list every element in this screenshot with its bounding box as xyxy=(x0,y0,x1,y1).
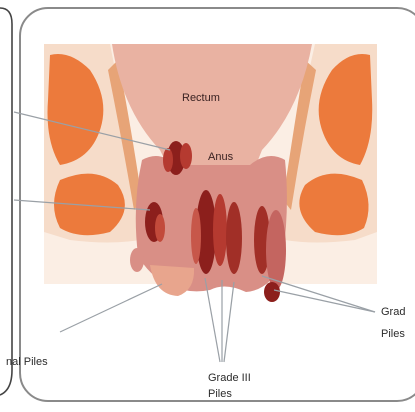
grade3-label-line2: Piles xyxy=(208,388,232,397)
grade4-label-line2: Piles xyxy=(381,328,405,341)
rectum-label: Rectum xyxy=(182,92,220,105)
small-left-lobe xyxy=(130,248,144,272)
left-panel-edge xyxy=(0,8,12,395)
grade4-label-line1: Grad xyxy=(381,306,405,319)
anus-label: Anus xyxy=(208,151,233,164)
internal-piles-label: nal Piles xyxy=(6,356,48,369)
grade3-label-line1: Grade III xyxy=(208,372,251,385)
